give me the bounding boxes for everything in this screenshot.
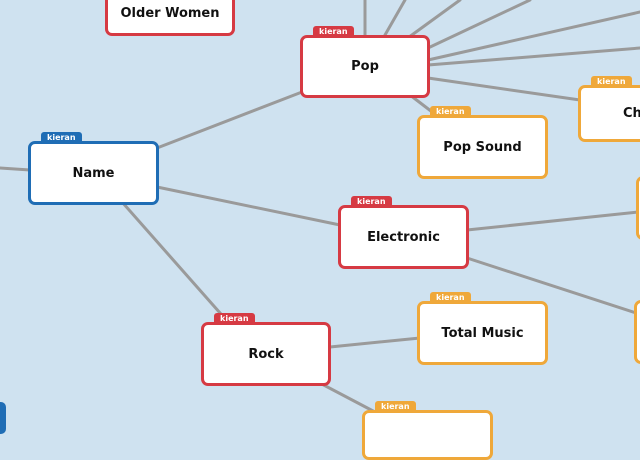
- edge-name-rock: [120, 200, 230, 324]
- node-right-edge-2[interactable]: [634, 300, 640, 364]
- node-label: Name: [72, 165, 115, 181]
- node-label: Ch: [623, 106, 640, 121]
- node-rock[interactable]: kieran Rock: [201, 313, 331, 386]
- node-pop-sound[interactable]: kieran Pop Sound: [417, 106, 548, 179]
- edge-electronic-right2: [465, 256, 638, 315]
- node-label: Pop Sound: [443, 139, 522, 155]
- edge-pop-ch: [426, 76, 582, 102]
- owner-tag: kieran: [375, 401, 416, 413]
- node-pop[interactable]: kieran Pop: [300, 26, 430, 98]
- node-bottom[interactable]: kieran: [362, 401, 493, 460]
- node-label: Older Women: [120, 5, 220, 21]
- edge-rock-bottom: [316, 380, 377, 414]
- node-name[interactable]: kieran Name: [28, 132, 159, 205]
- edge-pop-up4: [426, 0, 532, 50]
- edge-name-electronic: [155, 185, 342, 227]
- node-right-edge-1[interactable]: [636, 176, 640, 240]
- edges-layer: [0, 0, 640, 414]
- edge-pop-up3: [403, 0, 462, 42]
- node-total-music[interactable]: kieran Total Music: [417, 292, 548, 365]
- edge-left-name: [0, 166, 32, 172]
- edge-electronic-right1: [465, 210, 640, 232]
- edge-pop-right2: [426, 46, 640, 67]
- node-label: Pop: [351, 59, 379, 74]
- offscreen-node-corner[interactable]: [0, 402, 6, 434]
- node-older-women[interactable]: Older Women: [105, 0, 235, 36]
- owner-tag: kieran: [591, 76, 632, 88]
- edge-rock-totalmusic: [328, 336, 422, 349]
- node-label: Total Music: [441, 325, 524, 341]
- edge-pop-right1: [426, 10, 640, 62]
- node-electronic[interactable]: kieran Electronic: [338, 196, 469, 269]
- owner-tag: kieran: [313, 26, 354, 38]
- owner-tag: kieran: [214, 313, 255, 325]
- node-ch[interactable]: kieran Ch: [578, 76, 640, 142]
- owner-tag: kieran: [430, 292, 471, 304]
- edge-pop-up2: [383, 0, 407, 37]
- owner-tag: kieran: [430, 106, 471, 118]
- owner-tag: kieran: [351, 196, 392, 208]
- owner-tag: kieran: [41, 132, 82, 144]
- node-label: Electronic: [367, 229, 440, 245]
- edge-name-pop: [155, 90, 304, 150]
- node-label: Rock: [248, 346, 284, 362]
